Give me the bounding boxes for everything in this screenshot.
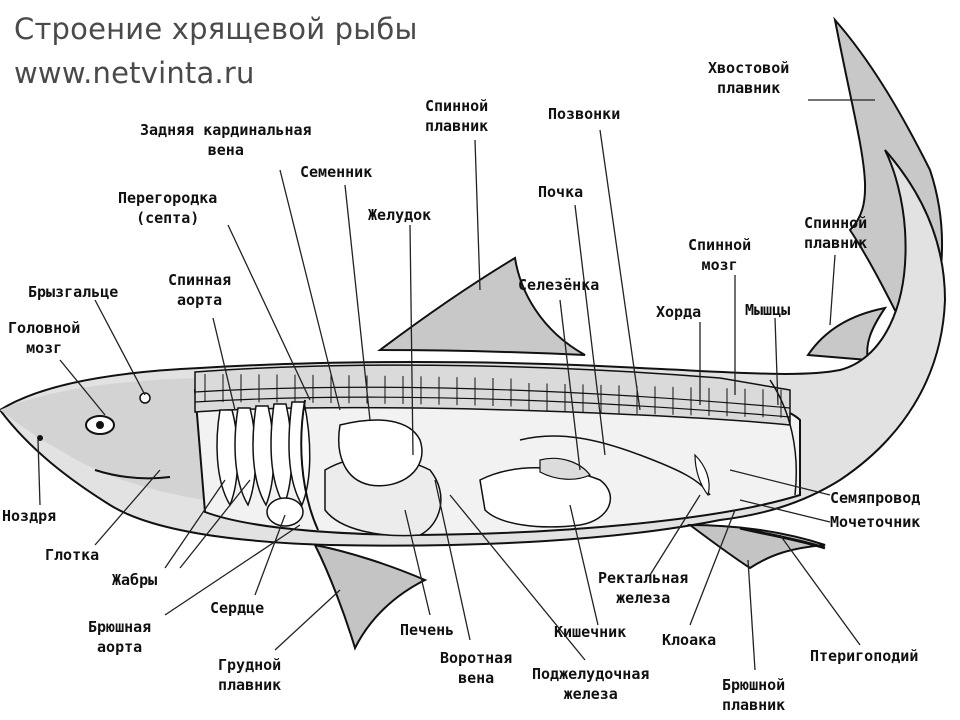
gill-arches bbox=[216, 401, 311, 507]
label-dorsal-aorta: Спинная аорта bbox=[168, 271, 232, 309]
label-cloaca: Клоака bbox=[662, 631, 717, 649]
label-vertebrae: Позвонки bbox=[548, 105, 621, 123]
label-rectal-gland: Ректальная железа bbox=[598, 569, 689, 607]
leader-lines bbox=[37, 99, 875, 671]
label-pectoral-fin: Грудной плавник bbox=[218, 656, 282, 694]
label-pelvic-fin: Брюшной плавник bbox=[722, 676, 786, 714]
muscle-boundary bbox=[769, 379, 798, 496]
label-heart: Сердце bbox=[210, 599, 265, 617]
label-pterygopodium: Птеригоподий bbox=[810, 647, 919, 665]
label-septum: Перегородка (септа) bbox=[118, 189, 218, 227]
label-dorsal-fin-2: Спинной плавник bbox=[804, 214, 868, 252]
label-nostril: Ноздря bbox=[2, 507, 57, 525]
label-spinal-cord: Спинной мозг bbox=[688, 236, 752, 274]
label-sperm-duct: Семяпровод bbox=[830, 489, 921, 507]
septum bbox=[300, 399, 319, 531]
heart bbox=[266, 497, 304, 527]
label-ureter: Мочеточник bbox=[830, 513, 921, 531]
label-dorsal-fin-1: Спинной плавник bbox=[425, 97, 489, 135]
label-pancreas: Поджелудочная железа bbox=[532, 665, 650, 703]
diagram-title: Строение хрящевой рыбы bbox=[14, 12, 418, 46]
pectoral-fin bbox=[313, 543, 428, 651]
spiracle bbox=[139, 392, 151, 404]
label-gills: Жабры bbox=[112, 571, 158, 589]
first-dorsal-fin bbox=[376, 256, 586, 356]
mouth bbox=[94, 469, 171, 480]
nostril bbox=[37, 435, 43, 441]
label-pharynx: Глотка bbox=[45, 546, 100, 564]
label-notochord: Хорда bbox=[656, 303, 702, 321]
stomach bbox=[338, 419, 423, 487]
label-portal-vein: Воротная вена bbox=[440, 649, 513, 687]
label-muscles: Мышцы bbox=[745, 301, 791, 319]
second-dorsal-fin bbox=[806, 306, 888, 362]
label-spleen: Селезёнка bbox=[518, 276, 600, 294]
rectal-gland bbox=[694, 453, 710, 497]
label-brain: Головной мозг bbox=[8, 319, 81, 357]
label-spiracle: Брызгальце bbox=[28, 283, 119, 301]
intestine bbox=[479, 467, 611, 528]
label-ventral-aorta: Брюшная аорта bbox=[88, 618, 152, 656]
label-stomach: Желудок bbox=[368, 206, 432, 224]
spleen bbox=[539, 457, 591, 480]
label-liver: Печень bbox=[400, 621, 455, 639]
label-intestine: Кишечник bbox=[554, 623, 627, 641]
label-testis: Семенник bbox=[300, 163, 373, 181]
site-url: www.netvinta.ru bbox=[14, 56, 255, 90]
label-kidney: Почка bbox=[538, 183, 584, 201]
pterygopodium bbox=[739, 526, 826, 550]
label-posterior-cardinal-vein: Задняя кардинальная вена bbox=[140, 121, 312, 159]
label-tail-fin: Хвостовой плавник bbox=[708, 59, 790, 97]
